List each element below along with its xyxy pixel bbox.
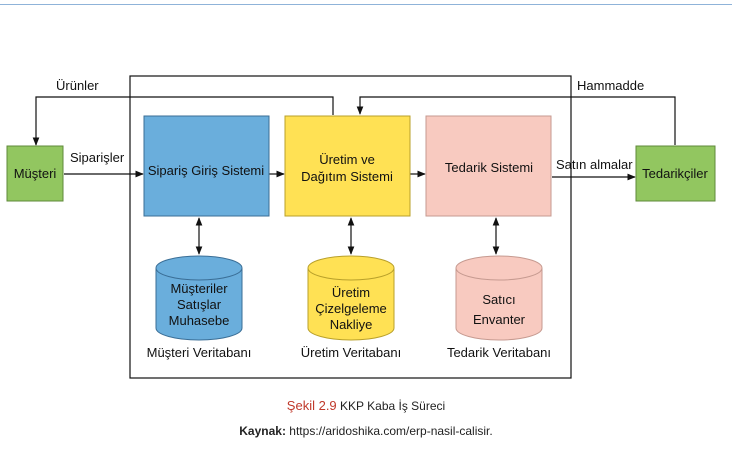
orders-label: Siparişler bbox=[70, 150, 125, 165]
source-line: Kaynak: https://aridoshika.com/erp-nasil… bbox=[0, 424, 732, 438]
production-database: Üretim Çizelgeleme Nakliye bbox=[307, 255, 395, 341]
supply-db-line1: Satıcı bbox=[482, 292, 515, 307]
order-entry-box bbox=[143, 115, 270, 217]
production-db-line2: Çizelgeleme bbox=[315, 301, 387, 316]
supply-db-label: Tedarik Veritabanı bbox=[447, 345, 551, 360]
production-label-line2: Dağıtım Sistemi bbox=[301, 169, 393, 184]
products-label: Ürünler bbox=[56, 78, 99, 93]
raw-material-label: Hammadde bbox=[577, 78, 644, 93]
supply-label: Tedarik Sistemi bbox=[445, 160, 533, 175]
customer-db-label: Müşteri Veritabanı bbox=[147, 345, 252, 360]
production-db-label: Üretim Veritabanı bbox=[301, 345, 401, 360]
supply-box bbox=[425, 115, 552, 217]
customer-db-line2: Satışlar bbox=[177, 297, 222, 312]
purchases-label: Satın almalar bbox=[556, 157, 633, 172]
figure-title: KKP Kaba İş Süreci bbox=[340, 399, 446, 413]
figure-number: Şekil 2.9 bbox=[286, 398, 337, 413]
production-db-line1: Üretim bbox=[332, 285, 370, 300]
production-box bbox=[284, 115, 411, 217]
figure-caption: Şekil 2.9 KKP Kaba İş Süreci bbox=[0, 398, 732, 413]
top-rule bbox=[0, 4, 732, 5]
supply-database: Satıcı Envanter bbox=[455, 255, 543, 341]
customer-label: Müşteri bbox=[14, 166, 57, 181]
customer-database: Müşteriler Satışlar Muhasebe bbox=[155, 255, 243, 341]
production-label-line1: Üretim ve bbox=[319, 152, 375, 167]
customer-box bbox=[6, 145, 64, 202]
source-label: Kaynak: bbox=[239, 424, 286, 438]
products-flow-line bbox=[32, 96, 334, 146]
supply-db-line2: Envanter bbox=[473, 312, 526, 327]
suppliers-box bbox=[635, 145, 716, 202]
system-boundary bbox=[129, 75, 572, 379]
customer-db-line3: Muhasebe bbox=[169, 313, 230, 328]
source-url: https://aridoshika.com/erp-nasil-calisir… bbox=[289, 424, 493, 438]
order-entry-label: Sipariş Giriş Sistemi bbox=[148, 163, 264, 178]
production-db-line3: Nakliye bbox=[330, 317, 373, 332]
raw-material-flow-line bbox=[356, 96, 676, 145]
suppliers-label: Tedarikçiler bbox=[642, 166, 708, 181]
customer-db-line1: Müşteriler bbox=[170, 281, 228, 296]
